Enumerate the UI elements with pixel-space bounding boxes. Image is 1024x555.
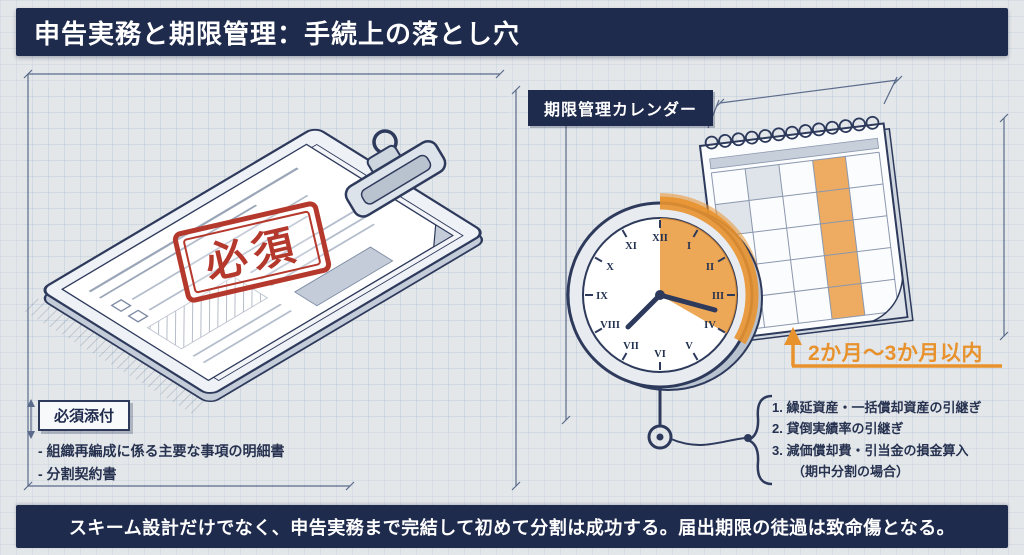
svg-text:XII: XII: [652, 233, 668, 244]
footer-bar: スキーム設計だけでなく、申告実務まで完結して初めて分割は成功する。届出期限の徒過…: [16, 505, 1008, 548]
list-brace: [744, 394, 773, 486]
svg-text:II: II: [706, 262, 714, 273]
carryover-item: 2. 貸倒実績率の引継ぎ: [772, 421, 904, 437]
svg-text:VII: VII: [623, 341, 639, 352]
svg-text:VIII: VIII: [600, 320, 620, 331]
svg-text:III: III: [712, 291, 724, 302]
attachment-item: - 分割契約書: [38, 466, 117, 483]
deadline-arrow: [784, 327, 1002, 368]
page-curl: [872, 278, 909, 323]
connector-cord: [670, 437, 747, 446]
clock-ticks: [585, 220, 735, 370]
deadline-sector-face: [660, 218, 738, 334]
attachments-title: 必須添付: [38, 400, 131, 431]
clipboard-shadow: [22, 296, 206, 416]
svg-text:XI: XI: [625, 241, 637, 252]
carryover-item: 3. 減価償却費・引当金の損金算入: [772, 442, 969, 458]
attachments-dimension-arrow: [27, 399, 35, 439]
calendar-highlight-column: [812, 156, 865, 320]
carryover-list: 1. 繰延資産・一括償却資産の引継ぎ 2. 貸倒実績率の引継ぎ 3. 減価償却費…: [772, 397, 1018, 483]
footer-message: スキーム設計だけでなく、申告実務まで完結して初めて分割は成功する。届出期限の徒過…: [68, 517, 956, 538]
deadline-rim-arc: [659, 196, 759, 345]
dimension-lines: [23, 69, 1009, 491]
carryover-item-note: （期中分割の場合）: [792, 464, 910, 480]
attachments-callout: 必須添付 - 組織再編成に係る主要な事項の明細書 - 分割契約書: [38, 400, 368, 486]
svg-text:IV: IV: [704, 320, 716, 331]
spiral-binding: [704, 115, 880, 150]
carryover-item: 1. 繰延資産・一括償却資産の引継ぎ: [772, 400, 982, 415]
svg-text:X: X: [606, 262, 614, 273]
attachment-item: - 組織再編成に係る主要な事項の明細書: [38, 443, 285, 459]
header-bar: 申告実務と期限管理：手続上の落とし穴: [16, 8, 1008, 56]
minute-hand: [657, 292, 718, 313]
svg-text:IX: IX: [596, 291, 608, 302]
required-stamp: 必須: [172, 201, 332, 303]
svg-text:V: V: [685, 341, 693, 352]
calendar-label: 期限管理カレンダー: [528, 90, 714, 126]
clipboard-clip: [344, 129, 447, 218]
page-title: 申告実務と期限管理：手続上の落とし穴: [34, 18, 521, 49]
deadline-label: 2か月〜3か月以内: [808, 342, 983, 365]
hour-hand: [625, 292, 663, 330]
svg-text:VI: VI: [654, 349, 666, 360]
svg-text:I: I: [687, 241, 691, 252]
